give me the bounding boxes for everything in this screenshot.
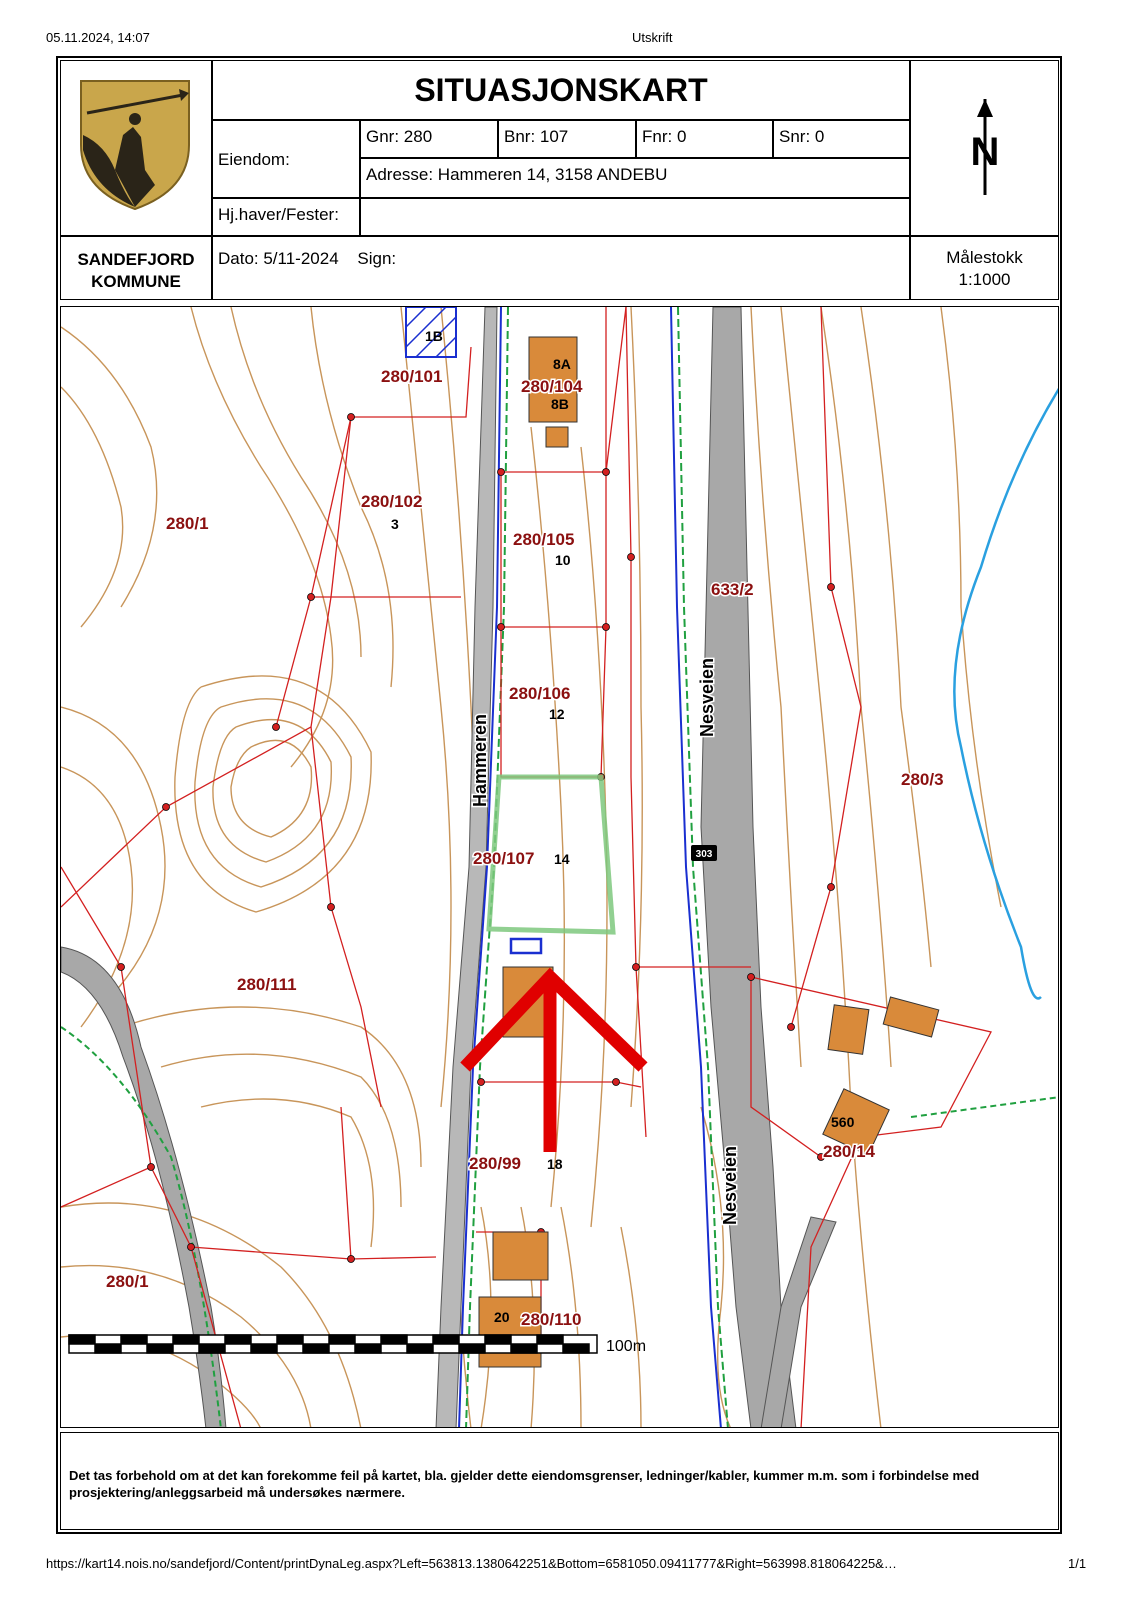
municipality-name: SANDEFJORD KOMMUNE xyxy=(60,236,212,300)
footer-page: 1/1 xyxy=(1068,1556,1087,1571)
date-sign-cell: Dato: 5/11-2024 Sign: xyxy=(212,236,910,300)
parcel-label: 280/106 xyxy=(509,684,570,703)
scalebar-label: 100m xyxy=(606,1338,646,1355)
house-number: 18 xyxy=(547,1156,563,1172)
parcel-label: 280/3 xyxy=(901,770,944,789)
house-number: 8B xyxy=(551,396,569,412)
property-label: Eiendom: xyxy=(212,120,360,198)
gnr-field: Gnr: 280 xyxy=(360,120,498,158)
small-building-outline xyxy=(509,937,543,955)
house-number: 560 xyxy=(831,1114,855,1130)
contour-lines xyxy=(61,307,1002,1427)
fnr-field: Fnr: 0 xyxy=(636,120,773,158)
map-svg: 100m 303 280/101 280/104 280/102 280/1 2… xyxy=(61,307,1058,1427)
footer-url: https://kart14.nois.no/sandefjord/Conten… xyxy=(46,1556,897,1571)
scalebar xyxy=(68,1334,598,1354)
parcel-label: 280/107 xyxy=(473,849,534,868)
parcel-label: 280/1 xyxy=(106,1272,149,1291)
print-datetime: 05.11.2024, 14:07 xyxy=(46,30,150,45)
disclaimer-text: Det tas forbehold om at det kan forekomm… xyxy=(60,1432,1059,1530)
date-field: Dato: 5/11-2024 xyxy=(218,249,339,268)
road-nesveien xyxy=(700,307,797,1427)
house-number: 10 xyxy=(555,552,571,568)
highlighted-parcel xyxy=(486,774,616,935)
road-number-shield xyxy=(691,845,717,861)
bnr-field: Bnr: 107 xyxy=(498,120,636,158)
print-title: Utskrift xyxy=(632,30,673,45)
address-field: Adresse: Hammeren 14, 3158 ANDEBU xyxy=(360,158,910,198)
coat-of-arms-icon xyxy=(80,80,190,211)
parcel-label: 280/14 xyxy=(823,1142,876,1161)
parcel-label: 280/99 xyxy=(469,1154,521,1173)
north-arrow-icon: N xyxy=(971,99,1000,195)
owner-label: Hj.haver/Fester: xyxy=(212,198,360,236)
road-number: 303 xyxy=(696,849,713,860)
municipality-line-2: KOMMUNE xyxy=(91,272,181,291)
parcel-label: 280/111 xyxy=(237,975,297,994)
house-number: 20 xyxy=(494,1309,510,1325)
house-numbers: 1B 8A 8B 3 10 12 14 18 20 560 xyxy=(391,328,855,1325)
house-number: 14 xyxy=(554,851,570,867)
road-east-stub xyxy=(760,1216,837,1427)
scale-cell: Målestokk 1:1000 xyxy=(910,236,1059,300)
road-label-nesveien-2: Nesveien xyxy=(720,1146,740,1225)
buildings xyxy=(478,336,940,1368)
house-number: 8A xyxy=(553,356,571,372)
parcel-label: 633/2 xyxy=(711,580,754,599)
road-label-hammeren: Hammeren xyxy=(470,714,490,807)
parcel-label: 280/1 xyxy=(166,514,209,533)
house-number: 3 xyxy=(391,516,399,532)
sheet-frame xyxy=(56,56,1062,1534)
parcel-label: 280/102 xyxy=(361,492,422,511)
house-number: 12 xyxy=(549,706,565,722)
road-hammeren xyxy=(435,307,498,1427)
scale-label: Målestokk xyxy=(946,248,1023,267)
north-arrow-cell: N xyxy=(910,60,1059,236)
snr-field: Snr: 0 xyxy=(773,120,910,158)
map-canvas[interactable]: 100m 303 280/101 280/104 280/102 280/1 2… xyxy=(60,306,1059,1428)
parcel-label: 280/104 xyxy=(521,377,583,396)
road-west xyxy=(61,946,227,1427)
stream-line xyxy=(953,387,1058,1000)
owner-value xyxy=(360,198,910,236)
parcel-label: 280/101 xyxy=(381,367,442,386)
location-arrow-icon xyxy=(460,967,648,1152)
parcel-label: 280/105 xyxy=(513,530,574,549)
logo-cell xyxy=(60,60,212,236)
north-letter: N xyxy=(971,130,1000,174)
parcel-label: 280/110 xyxy=(521,1310,582,1329)
sheet-title: SITUASJONSKART xyxy=(212,60,910,120)
hatched-area xyxy=(405,307,457,358)
house-number: 1B xyxy=(425,328,443,344)
road-label-nesveien: Nesveien xyxy=(697,658,717,737)
municipality-line-1: SANDEFJORD xyxy=(77,250,195,269)
sign-field: Sign: xyxy=(357,249,397,268)
parcel-labels: 280/101 280/104 280/102 280/1 280/105 63… xyxy=(105,366,946,1331)
scale-value: 1:1000 xyxy=(958,270,1011,289)
